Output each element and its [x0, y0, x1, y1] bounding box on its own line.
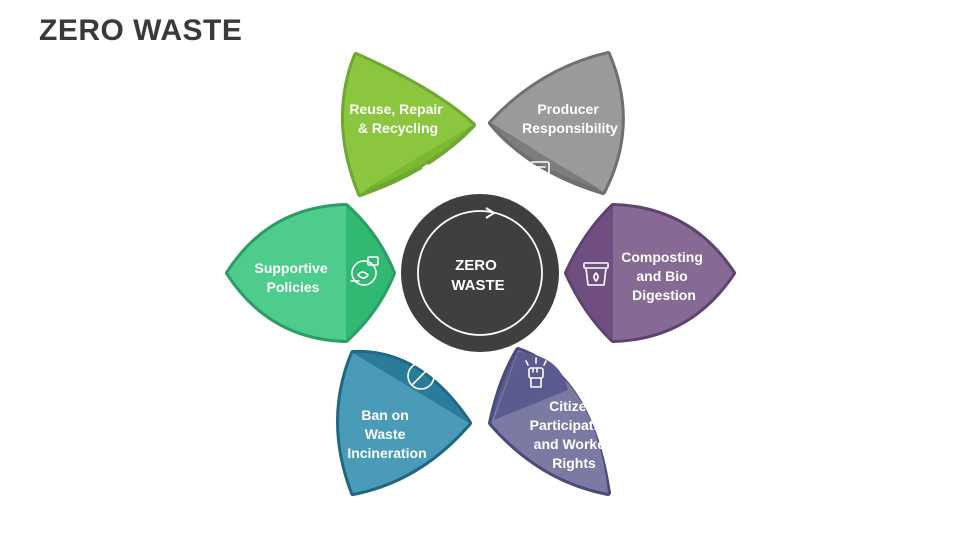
- petal-composting[interactable]: Composting and Bio Digestion: [564, 203, 736, 343]
- cycle-ring: [417, 210, 543, 336]
- petal-citizen-label: Citizen Participation and Worker Rights: [530, 398, 619, 471]
- policy-icon: [350, 256, 379, 286]
- recycle-icon: [415, 164, 437, 187]
- petal-supportive[interactable]: Supportive Policies: [225, 203, 396, 343]
- petal-ban-label: Ban on Waste Incineration: [347, 407, 426, 461]
- center-label: ZERO WASTE: [451, 257, 504, 294]
- petal-citizen[interactable]: Citizen Participation and Worker Rights: [488, 347, 619, 496]
- petal-producer-label: Producer Responsibility: [522, 101, 618, 136]
- compost-bin-icon: [583, 262, 609, 286]
- petal-composting-label: Composting and Bio Digestion: [621, 249, 707, 303]
- prohibited-icon: [407, 362, 435, 390]
- cycle-arrow-icon: [485, 207, 495, 219]
- raised-fist-icon: [525, 357, 547, 388]
- petal-producer[interactable]: Producer Responsibility: [488, 51, 625, 195]
- center-hub: ZERO WASTE: [401, 194, 559, 352]
- document-icon: [525, 161, 550, 185]
- petal-reuse-label: Reuse, Repair & Recycling: [349, 101, 446, 136]
- petal-supportive-label: Supportive Policies: [254, 260, 331, 295]
- petal-reuse[interactable]: Reuse, Repair & Recycling: [340, 52, 476, 197]
- page-title: ZERO WASTE: [39, 14, 243, 47]
- petal-ban[interactable]: Ban on Waste Incineration: [336, 349, 472, 496]
